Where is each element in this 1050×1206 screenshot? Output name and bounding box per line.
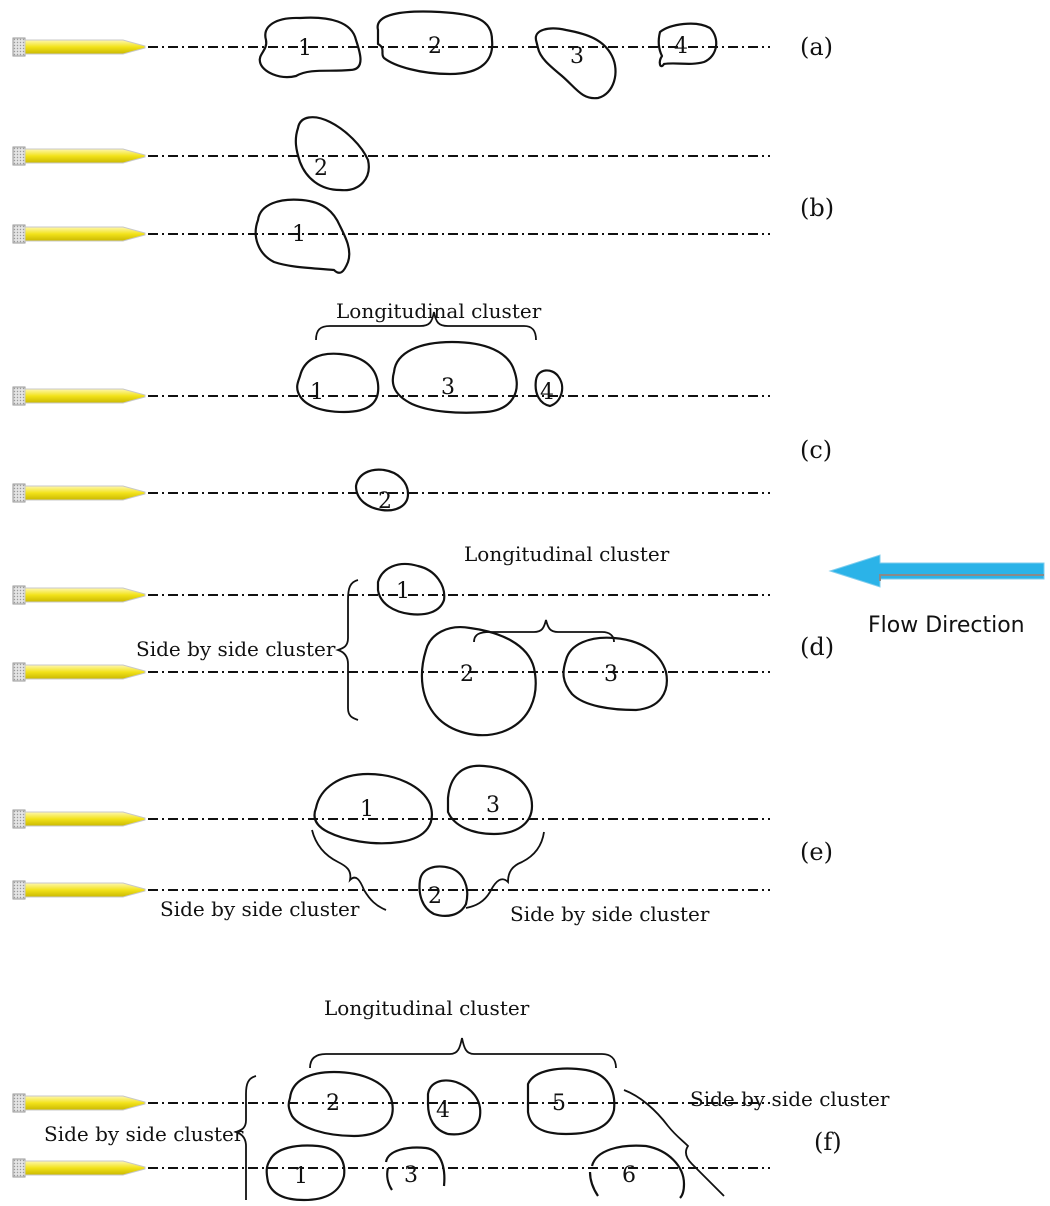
panel-label-c: (c) [800, 436, 832, 464]
bubble-number: 1 [310, 380, 324, 405]
nozzle [12, 386, 146, 406]
panel-label-b: (b) [800, 194, 834, 222]
bubble-number: 2 [428, 884, 442, 909]
bubble-number: 3 [404, 1163, 418, 1188]
panel-label-a: (a) [800, 33, 833, 61]
bubble [296, 352, 380, 414]
bubble [657, 22, 718, 68]
bubble-number: 3 [486, 793, 500, 818]
bubble-number: 4 [674, 34, 688, 59]
nozzle [12, 483, 146, 503]
bubble-number: 1 [298, 36, 312, 61]
panel-label-e: (e) [800, 838, 833, 866]
cluster-brace [233, 1075, 257, 1200]
flow-direction-arrow [828, 554, 1045, 588]
bubble-number: 2 [326, 1091, 340, 1116]
bubble [376, 562, 446, 616]
flow-direction-label: Flow Direction [868, 613, 1025, 638]
bubble-number: 2 [460, 662, 474, 687]
bubble [376, 10, 494, 76]
bubble [384, 1146, 446, 1191]
nozzle [12, 585, 146, 605]
nozzle [12, 880, 146, 900]
panel-label-d: (d) [800, 633, 834, 661]
cluster-brace [335, 579, 359, 721]
bubble [258, 16, 362, 79]
bubble [562, 636, 668, 712]
bubble [265, 1144, 346, 1202]
bubble-number: 2 [428, 34, 442, 59]
nozzle [12, 1093, 146, 1113]
bubble-number: 3 [570, 44, 584, 69]
bubble-number: 4 [540, 380, 554, 405]
bubble [534, 27, 617, 100]
cluster-brace [623, 1089, 725, 1197]
side-by-side-cluster-label: Side by side cluster [690, 1087, 890, 1111]
cluster-brace [309, 1037, 617, 1069]
cluster-brace [315, 311, 537, 341]
bubble [534, 369, 564, 408]
longitudinal-cluster-label: Longitudinal cluster [464, 542, 670, 566]
nozzle [12, 224, 146, 244]
bubble-number: 2 [314, 156, 328, 181]
side-by-side-cluster-label: Side by side cluster [160, 897, 360, 921]
bubble-number: 5 [552, 1091, 566, 1116]
cluster-brace [311, 829, 387, 911]
panel-label-f: (f) [814, 1128, 842, 1156]
bubble-number: 1 [360, 797, 374, 822]
bubble-number: 4 [436, 1098, 450, 1123]
bubble-number: 6 [622, 1163, 636, 1188]
bubble-number: 2 [378, 489, 392, 514]
bubble [354, 468, 410, 512]
bubble [446, 764, 534, 836]
nozzle [12, 809, 146, 829]
longitudinal-cluster-label: Longitudinal cluster [336, 299, 542, 323]
side-by-side-cluster-label: Side by side cluster [510, 902, 710, 926]
nozzle [12, 662, 146, 682]
cluster-brace [473, 619, 615, 643]
bubble [313, 772, 433, 845]
bubble-number: 1 [396, 579, 410, 604]
bubble [287, 1070, 394, 1138]
bubble [588, 1144, 686, 1199]
bubble-number: 3 [441, 375, 455, 400]
nozzle [12, 37, 146, 57]
bubble [294, 116, 370, 192]
nozzle [12, 1158, 146, 1178]
longitudinal-cluster-label: Longitudinal cluster [324, 996, 530, 1020]
side-by-side-cluster-label: Side by side cluster [136, 637, 336, 661]
bubble-number: 1 [294, 1164, 308, 1189]
bubble-number: 3 [604, 662, 618, 687]
bubble [418, 865, 469, 917]
bubble [526, 1067, 616, 1136]
side-by-side-cluster-label: Side by side cluster [44, 1122, 244, 1146]
bubble [391, 340, 518, 414]
bubble [420, 626, 537, 737]
nozzle [12, 146, 146, 166]
bubble [254, 198, 351, 274]
bubble [426, 1079, 482, 1136]
cluster-brace [465, 831, 545, 909]
bubble-number: 1 [292, 222, 306, 247]
